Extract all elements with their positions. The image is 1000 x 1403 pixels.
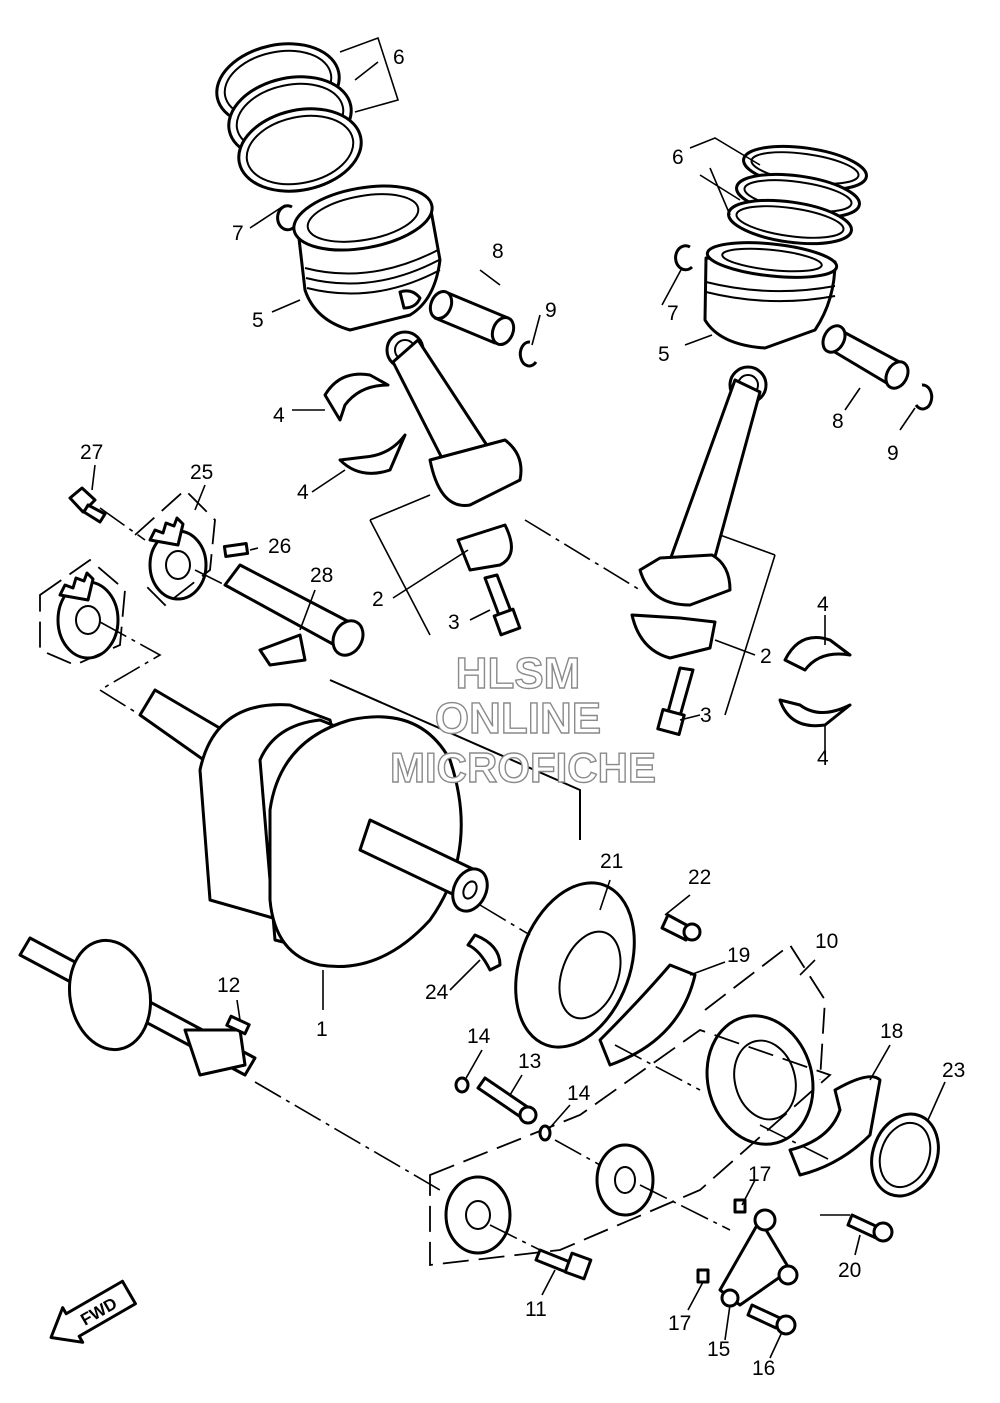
callout-13: 13 bbox=[518, 1050, 541, 1073]
oring-14b bbox=[538, 1124, 552, 1142]
rod-bolt-right bbox=[656, 666, 695, 737]
gear-25 bbox=[148, 516, 208, 601]
callout-2-rear: 2 bbox=[760, 645, 772, 668]
callout-16: 16 bbox=[752, 1357, 775, 1380]
connecting-rod-rear bbox=[630, 365, 768, 660]
callout-5: 5 bbox=[252, 309, 264, 332]
bearing-19 bbox=[598, 963, 697, 1067]
callout-7-rear: 7 bbox=[667, 302, 679, 325]
fwd-direction-badge: FWD bbox=[49, 1279, 137, 1344]
callout-9: 9 bbox=[545, 299, 557, 322]
shaft-13 bbox=[476, 1076, 538, 1125]
callout-1: 1 bbox=[316, 1018, 328, 1041]
balancer-shaft-28 bbox=[223, 563, 365, 667]
plate-21 bbox=[514, 881, 636, 1049]
piston-pin-rear bbox=[821, 324, 910, 390]
key-12 bbox=[225, 1014, 251, 1036]
callout-26: 26 bbox=[268, 535, 291, 558]
bolt-27 bbox=[68, 486, 107, 524]
callout-23: 23 bbox=[942, 1059, 965, 1082]
callout-4-right-upper: 4 bbox=[817, 593, 829, 616]
leader-lines bbox=[91, 36, 946, 1359]
callout-28: 28 bbox=[310, 564, 333, 587]
callout-4-right-lower: 4 bbox=[817, 747, 829, 770]
oring-14a bbox=[454, 1076, 470, 1094]
bolt-16 bbox=[746, 1303, 797, 1336]
piston-front bbox=[292, 184, 442, 332]
callout-7: 7 bbox=[232, 222, 244, 245]
dowel-17b bbox=[696, 1268, 710, 1284]
piston-ring-set-front bbox=[215, 42, 363, 193]
gear-lower-center bbox=[444, 1175, 512, 1255]
bolt-22 bbox=[660, 913, 702, 942]
callout-9-rear: 9 bbox=[887, 442, 899, 465]
callout-4-lower: 4 bbox=[297, 481, 309, 504]
callout-8-rear: 8 bbox=[832, 410, 844, 433]
callout-21: 21 bbox=[600, 850, 623, 873]
rod-bolt-left bbox=[483, 573, 522, 637]
dowel-17a bbox=[733, 1198, 747, 1214]
piston-pin-clip-rear-b bbox=[914, 383, 934, 411]
gear-left-lower bbox=[56, 571, 120, 660]
callout-14-upper: 14 bbox=[467, 1025, 491, 1048]
callout-17-upper: 17 bbox=[748, 1163, 771, 1186]
watermark-line-1: HLSM bbox=[456, 649, 581, 698]
balancer-shaft-lower bbox=[18, 936, 257, 1077]
gear-10 bbox=[705, 1014, 815, 1146]
callout-22: 22 bbox=[688, 866, 711, 889]
watermark: HLSM ONLINE MICROFICHE bbox=[389, 648, 656, 791]
crank-web-outline bbox=[329, 679, 581, 840]
watermark-line-2: ONLINE bbox=[435, 694, 601, 743]
callout-3: 3 bbox=[448, 611, 460, 634]
fwd-arrow-icon bbox=[49, 1279, 137, 1344]
gear-idle bbox=[595, 1143, 655, 1217]
callout-4-upper: 4 bbox=[273, 404, 285, 427]
crankshaft-1 bbox=[138, 688, 489, 969]
callout-27: 27 bbox=[80, 441, 103, 464]
ring-23 bbox=[870, 1112, 940, 1198]
callout-11: 11 bbox=[525, 1298, 547, 1321]
watermark-line-3: MICROFICHE bbox=[390, 744, 656, 791]
callout-2: 2 bbox=[372, 588, 384, 611]
callout-6-rear: 6 bbox=[672, 146, 684, 169]
callout-15: 15 bbox=[707, 1338, 730, 1361]
callout-3-rear: 3 bbox=[700, 704, 712, 727]
key-26 bbox=[222, 542, 250, 558]
piston-rear bbox=[703, 241, 839, 350]
piston-pin-clip-rear-left bbox=[518, 340, 538, 368]
piston-ring-set-rear bbox=[727, 144, 868, 246]
callout-19: 19 bbox=[727, 944, 750, 967]
callout-labels: 6 7 5 8 9 6 7 5 8 9 4 4 27 25 26 28 2 3 … bbox=[80, 46, 965, 1380]
connecting-rod-front bbox=[385, 330, 523, 572]
bearing-shells-right bbox=[778, 636, 852, 728]
bearing-shells-left bbox=[323, 372, 407, 475]
gear-group-outline-left bbox=[39, 488, 216, 666]
washer-24 bbox=[466, 933, 502, 972]
piston-pin-clip-rear-a bbox=[674, 244, 694, 272]
piston-pin-clip-front bbox=[276, 204, 296, 232]
callout-25: 25 bbox=[190, 461, 213, 484]
callout-12: 12 bbox=[217, 974, 240, 997]
callout-6: 6 bbox=[393, 46, 405, 69]
callout-5-rear: 5 bbox=[658, 343, 670, 366]
callout-24: 24 bbox=[425, 981, 449, 1004]
lever-15 bbox=[718, 1208, 799, 1308]
piston-pin-front bbox=[428, 289, 516, 347]
callout-18: 18 bbox=[880, 1020, 903, 1043]
gear-group-outline-right bbox=[429, 943, 832, 1267]
center-lines bbox=[98, 507, 850, 1251]
callout-8: 8 bbox=[492, 240, 504, 263]
bolt-20 bbox=[846, 1213, 894, 1243]
callout-20: 20 bbox=[838, 1259, 861, 1282]
bolt-11 bbox=[534, 1248, 593, 1281]
callout-17-lower: 17 bbox=[668, 1312, 691, 1335]
callout-10: 10 bbox=[815, 930, 838, 953]
callout-14-lower: 14 bbox=[567, 1082, 591, 1105]
